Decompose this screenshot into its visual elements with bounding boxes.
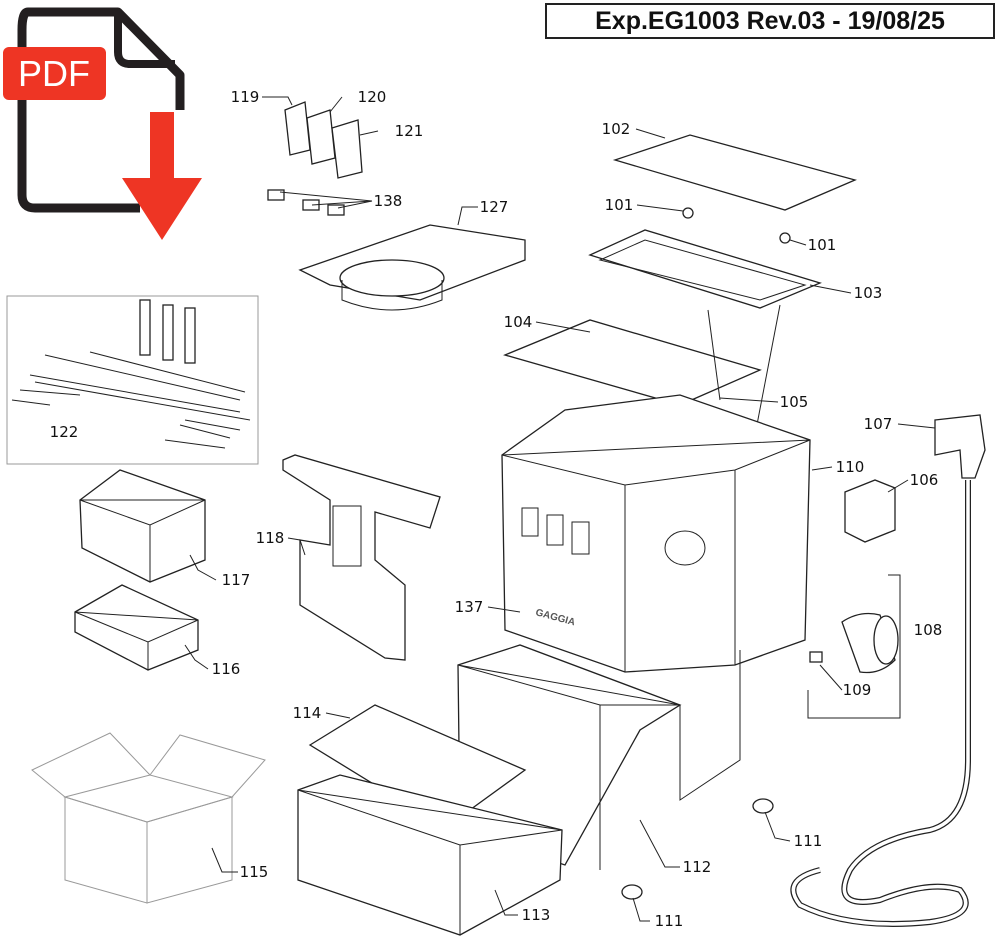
part-122-group-box: [6, 295, 259, 465]
leader-lines: [184, 96, 936, 922]
part-label: 127: [480, 198, 509, 216]
part-label: 102: [602, 120, 631, 138]
part-label: 122: [50, 423, 79, 441]
part-label: 103: [854, 284, 883, 302]
part-label: 111: [655, 912, 684, 930]
part-label: 101: [808, 236, 837, 254]
part-label: 115: [240, 863, 269, 881]
part-104-plate: [503, 319, 762, 406]
part-110-body: GAGGIA: [501, 394, 811, 673]
part-label: 112: [683, 858, 712, 876]
pdf-download-icon[interactable]: PDF: [3, 7, 202, 240]
part-116-holder-base: [74, 584, 199, 671]
part-107-power-cord: [790, 414, 986, 927]
part-111-foot: [621, 884, 643, 900]
part-label: 137: [455, 598, 484, 616]
part-label: 110: [836, 458, 865, 476]
download-arrow-icon: [122, 112, 202, 240]
part-label: 118: [256, 529, 285, 547]
pdf-badge: [3, 47, 106, 100]
part-138-clips: [267, 189, 345, 216]
part-115-carton-box: [31, 732, 266, 904]
part-108-component: [807, 574, 901, 719]
part-label: 117: [222, 571, 251, 589]
part-label: 104: [504, 313, 533, 331]
part-label: 121: [395, 122, 424, 140]
part-101-screw: [682, 207, 694, 219]
part-label: 108: [914, 621, 943, 639]
part-label: 109: [843, 681, 872, 699]
part-label: 119: [231, 88, 260, 106]
part-109-label: [809, 651, 823, 663]
part-label: 107: [864, 415, 893, 433]
part-label: 101: [605, 196, 634, 214]
part-label: 106: [910, 471, 939, 489]
part-label: 116: [212, 660, 241, 678]
part-label: 111: [794, 832, 823, 850]
part-118-panel: [282, 454, 441, 661]
part-label: 105: [780, 393, 809, 411]
part-127-bracket: [298, 224, 526, 311]
pdf-badge-label: PDF: [18, 53, 90, 94]
part-label: 120: [358, 88, 387, 106]
part-102-cover: [612, 134, 857, 211]
part-119-121-switches: [284, 101, 363, 179]
part-111-foot: [752, 798, 774, 814]
part-106-socket: [844, 479, 896, 543]
document-title: Exp.EG1003 Rev.03 - 19/08/25: [545, 3, 995, 39]
part-113-drip-tray: [297, 774, 563, 936]
part-101-screw: [779, 232, 791, 244]
part-label: 113: [522, 906, 551, 924]
part-117-holder: [79, 469, 206, 583]
part-label: 114: [293, 704, 322, 722]
part-label: 138: [374, 192, 403, 210]
part-122-cables: [11, 299, 251, 449]
part-103-tray: [588, 229, 822, 309]
